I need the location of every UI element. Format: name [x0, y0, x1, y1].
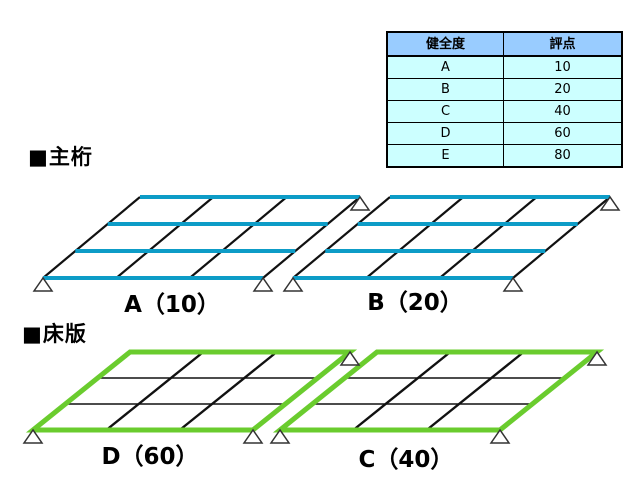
- span-label-b: B（20）: [367, 289, 463, 316]
- table-row: A 10: [386, 55, 623, 79]
- deck-grid-line: [352, 351, 452, 431]
- support-triangle: [586, 350, 608, 366]
- support-triangle: [252, 276, 274, 292]
- header-score: 評点: [503, 31, 623, 57]
- deck-grid-line: [178, 351, 278, 431]
- main-girder-lines: [43, 195, 360, 280]
- grade-score-table: 健全度 評点 A 10 B 20 C 40 D 60 E 80: [386, 31, 623, 168]
- section-heading-main-girder: ■主桁: [28, 145, 93, 169]
- deck-span-C: [272, 349, 605, 433]
- deck-grid-lines: [312, 351, 565, 431]
- main-girder-lines: [293, 195, 610, 280]
- header-grade: 健全度: [386, 31, 504, 57]
- support-triangle: [349, 195, 371, 211]
- table-row: E 80: [386, 144, 623, 168]
- score-cell: 10: [503, 55, 623, 79]
- score-cell: 80: [503, 144, 623, 168]
- deck-grid-lines: [65, 351, 318, 431]
- score-cell: 40: [503, 100, 623, 123]
- cross-beam-line: [438, 196, 538, 279]
- deck-outline: [272, 349, 605, 433]
- cross-beam-lines: [42, 196, 361, 279]
- girder-span-A: [42, 195, 361, 280]
- section-heading-deck-slab: ■床版: [22, 322, 87, 346]
- cross-beam-line: [115, 196, 215, 279]
- cross-beam-line: [292, 196, 391, 279]
- deck-grid-line: [105, 351, 205, 431]
- deck-grid-line: [425, 351, 525, 431]
- cross-beam-line: [365, 196, 465, 279]
- deck-outline: [25, 349, 358, 433]
- table-row: B 20: [386, 78, 623, 101]
- cross-beam-lines: [292, 196, 611, 279]
- cross-beam-line: [42, 196, 141, 279]
- span-label-c: C（40）: [359, 446, 454, 473]
- cross-beam-line: [262, 196, 361, 279]
- support-triangle: [502, 276, 524, 292]
- score-cell: 20: [503, 78, 623, 101]
- support-triangle: [282, 276, 304, 292]
- support-triangle: [339, 350, 361, 366]
- table-row: D 60: [386, 122, 623, 145]
- span-label-a: A（10）: [124, 291, 220, 318]
- support-triangle: [489, 428, 511, 444]
- cross-beam-line: [188, 196, 288, 279]
- girder-span-B: [292, 195, 611, 280]
- support-triangle: [22, 428, 44, 444]
- deck-span-D: [25, 349, 358, 433]
- table-row: C 40: [386, 100, 623, 123]
- support-triangle: [599, 195, 621, 211]
- support-triangle: [269, 428, 291, 444]
- cross-beam-line: [512, 196, 611, 279]
- support-triangle: [32, 276, 54, 292]
- table-header-row: 健全度 評点: [386, 31, 623, 57]
- span-label-d: D（60）: [101, 443, 198, 470]
- support-triangle: [242, 428, 264, 444]
- supports: [22, 195, 621, 444]
- score-cell: 60: [503, 122, 623, 145]
